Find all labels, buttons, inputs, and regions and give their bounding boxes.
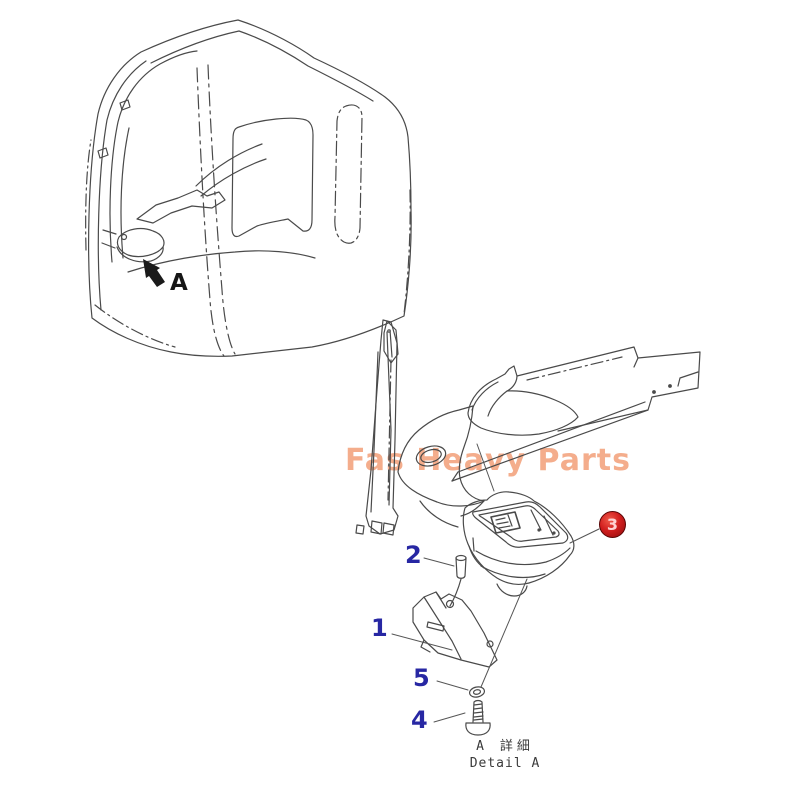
monitor-chin-arc-2 [480,565,546,579]
washer-outer [468,686,486,698]
cab-monitor-pod [116,227,165,258]
leader-part1 [391,633,453,651]
cab-monitor-pod-lip [116,246,164,263]
detail-caption-english: Detail A [469,756,541,771]
monitor-screen-dot-2 [552,531,556,535]
plate-outline [412,591,498,668]
monitor-screen-lines [530,509,554,536]
plate-fold-line-2 [435,591,447,609]
monitor-bezel-outer [472,501,569,548]
rail-bolt-hole-1 [652,390,656,394]
console-boot-outline [397,405,485,507]
callout-badge-3: 3 [599,511,626,538]
leader-part5 [436,680,469,691]
tall-bracket-foot-1 [370,520,383,535]
monitor-bezel-inner [478,505,560,542]
washer-drawing [468,686,486,698]
callout-number-4: 4 [411,706,428,734]
cowl-top-inner [471,381,499,411]
plate-hole-bottom [486,640,494,648]
console-oval-hole-outer [415,445,447,467]
callout-number-1: 1 [371,614,388,642]
callout-number-2: 2 [405,541,422,569]
cab-roof-inner [150,30,374,102]
plate-slot [426,621,445,632]
rail-right-end-folds [633,357,699,387]
callout-number-5: 5 [413,664,430,692]
tall-bracket-foot-nub [355,524,365,535]
bolt-drawing [465,699,491,736]
cab-monitor-bracket-lines [101,229,117,249]
leader-console-to-monitor [476,443,495,492]
leader-monitor-to-washer [480,578,528,688]
pin-top [455,554,467,562]
leader-lines [391,443,600,723]
monitor-under-tab [496,583,528,597]
pin-body [455,557,467,579]
monitor-left-notch [472,537,475,552]
cab-lower-front-centerline [94,304,176,348]
cab-floor-line [127,250,316,273]
rail-bolt-hole-2 [668,384,672,388]
cab-left-edge-centerline [85,139,92,251]
plate-hole-top [445,599,455,609]
tall-bracket-inner-2 [370,351,379,513]
bolt-threads [473,703,484,721]
cab-hinge-bump-2 [97,147,109,159]
detail-a-arrow-icon [143,259,165,287]
rail-centerline [526,356,623,381]
cab-oval-window [334,104,363,244]
bolt-head [465,722,491,736]
pin-drawing [449,554,467,607]
leader-part2 [423,557,455,567]
tall-bracket-foot-2 [382,522,395,536]
leader-part4 [433,712,466,723]
console-bracket-drawing [355,319,701,536]
cab-windshield-glass-edge [120,127,130,259]
washer-inner [472,689,482,695]
cab-center-pillar-a [196,67,225,357]
plate-fold-line [423,596,462,660]
rail-bottom-edge-inner [451,401,646,482]
monitor-unit-drawing [462,491,575,597]
detail-a-arrow-label: A [170,270,188,296]
cab-monitor-hole [120,233,128,241]
cab-corner-blade-inner [389,329,393,358]
cab-seat-back-lines [195,143,267,197]
cab-outline [88,19,412,357]
detail-caption-japanese: A 詳細 [476,739,534,754]
rail-top-bar [516,346,701,432]
monitor-keypad [490,511,521,534]
cowl-outline [467,365,579,436]
cab-center-pillar-b [207,64,236,355]
cab-door-window [231,117,314,238]
cab-left-pillar-inner [97,60,147,311]
cab-windshield-frame [109,50,198,263]
tall-bracket-inner-1 [386,331,392,506]
cowl-flap-line [487,390,508,417]
monitor-screen-dot-1 [537,528,541,532]
tall-bracket-centerline [387,359,392,501]
cab-hinge-bump-1 [119,99,131,111]
pin-to-plate-line [449,578,462,607]
mounting-plate-drawing [412,591,498,668]
rail-bottom-edge-outer [451,409,649,482]
cab-line-drawing [85,19,412,364]
cab-right-edge-centerline [403,189,411,315]
monitor-keypad-marks [495,514,513,529]
leader-part3 [569,528,600,544]
tall-bracket-outline [365,319,399,535]
cab-console-arm [136,189,226,224]
console-oval-hole-inner [420,448,442,464]
cab-corner-blade-hole [387,329,391,333]
monitor-pod-outline [462,491,575,585]
monitor-body-divider [475,547,571,566]
